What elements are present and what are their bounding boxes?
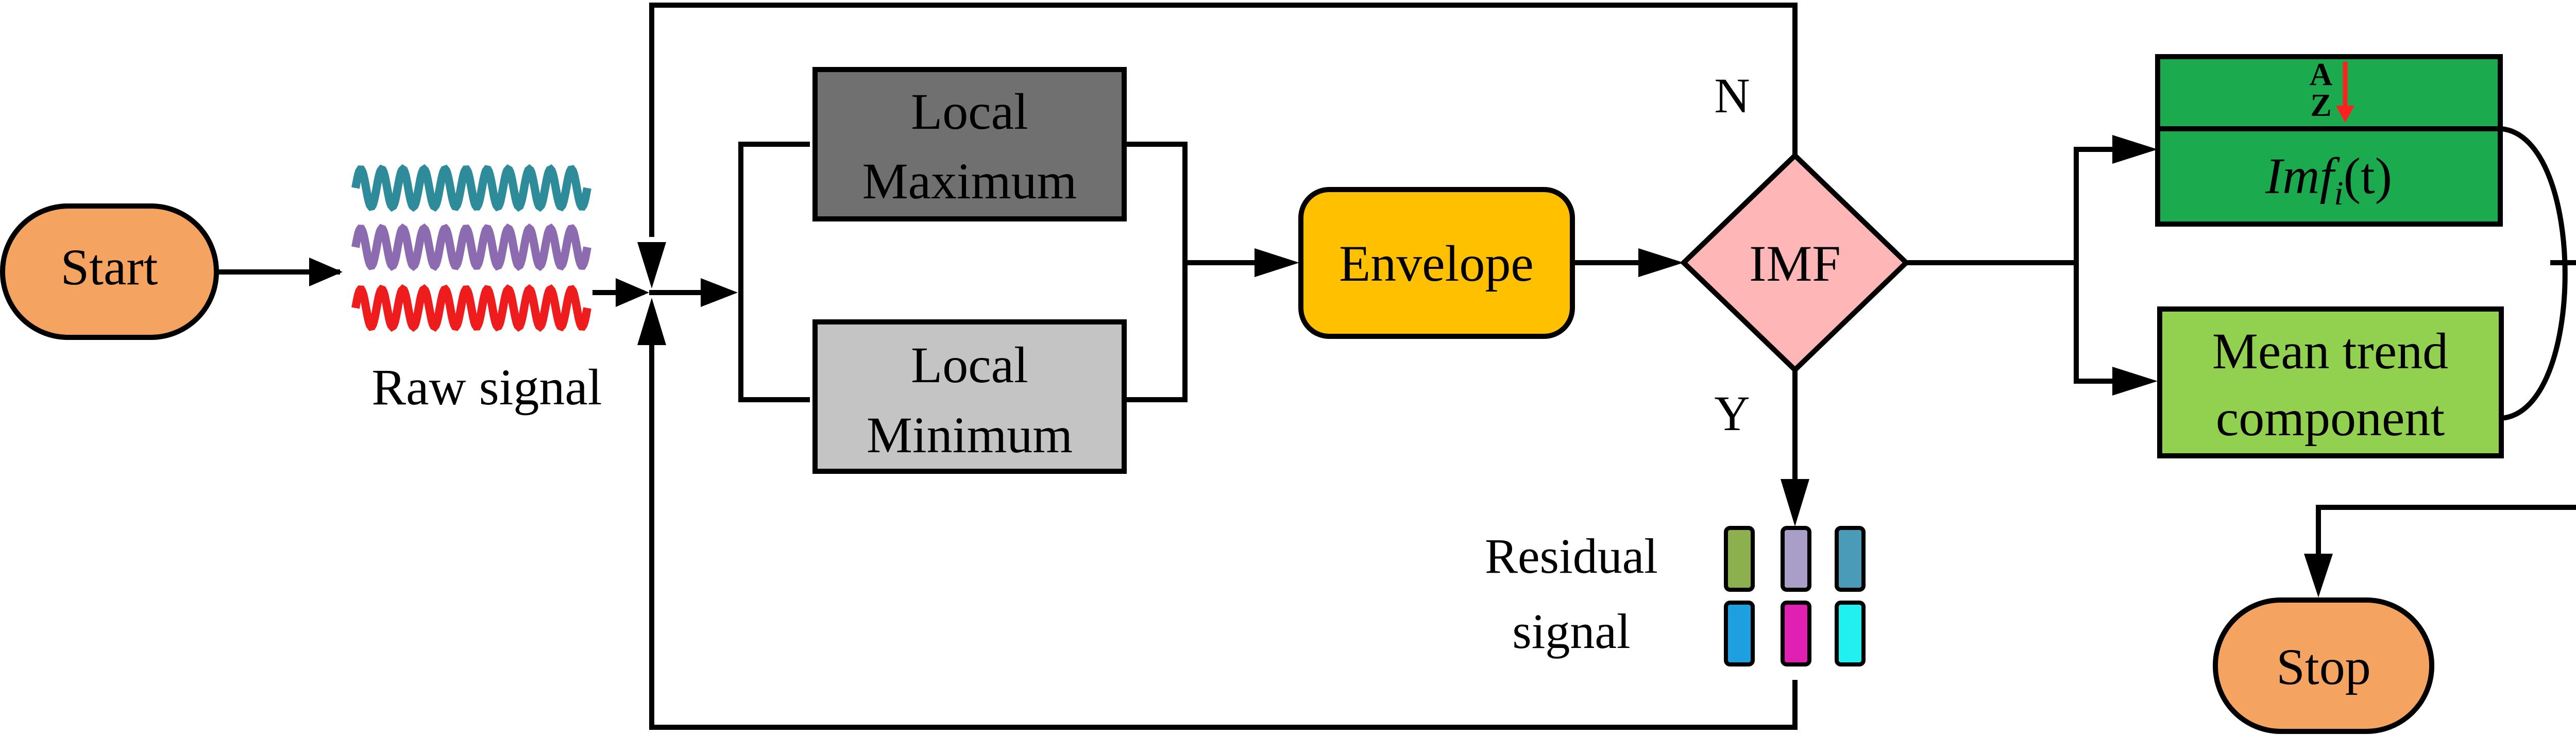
sine-wave-icon [351, 223, 591, 271]
raw-signal: Raw signal [351, 164, 602, 416]
raw-signal-label: Raw signal [371, 358, 602, 416]
sort-az-descending-icon: A Z [2310, 57, 2354, 123]
color-blocks-icon [1724, 526, 1866, 666]
mean-trend-line1: Mean trend [2212, 322, 2448, 380]
local-minimum-line2: Minimum [867, 406, 1073, 464]
edge-split-bracket [738, 142, 810, 402]
local-maximum-line2: Maximum [862, 152, 1077, 210]
sort-header-box [2155, 54, 2503, 131]
sort-arrow-head [2336, 106, 2354, 123]
start-terminal[interactable]: Start [0, 203, 219, 340]
sort-letter-z: Z [2310, 88, 2331, 123]
residual-line1: Residual [1485, 528, 1658, 584]
start-shape [0, 203, 219, 340]
residual-signal: Residual signal [1485, 526, 1866, 666]
mean-trend-box [2157, 306, 2504, 458]
envelope-node[interactable]: Envelope [1298, 187, 1575, 339]
edge-join-bracket [1126, 142, 1188, 402]
stop-label: Stop [2276, 638, 2370, 695]
residual-block [1781, 526, 1811, 592]
arrowhead [2112, 367, 2158, 396]
arrowhead [2112, 135, 2158, 164]
residual-block [1724, 601, 1755, 666]
local-minimum-node[interactable]: Local Minimum [812, 319, 1127, 474]
connectors [216, 3, 2576, 730]
arrowhead [637, 242, 666, 288]
sort-letter-a: A [2310, 57, 2333, 92]
arrowhead [616, 278, 649, 307]
local-maximum-box [812, 67, 1127, 221]
imf-fn-arg: (t) [2344, 147, 2392, 204]
envelope-box [1298, 187, 1575, 339]
edge-to-stop [2316, 260, 2576, 556]
arrowhead [2304, 554, 2333, 597]
arrowhead [1638, 248, 1684, 277]
yes-label: Y [1714, 386, 1750, 441]
no-label: N [1714, 68, 1750, 123]
stop-terminal[interactable]: Stop [2213, 597, 2434, 734]
edge-branch-bracket [2074, 147, 2112, 384]
residual-block [1835, 526, 1866, 592]
imf-fn-main: Imf [2265, 147, 2341, 204]
arrowhead [1781, 479, 1809, 526]
imf-function-label: Imfi(t) [2265, 147, 2392, 212]
stop-shape [2213, 597, 2434, 734]
envelope-label: Envelope [1339, 235, 1534, 292]
mean-trend-node[interactable]: Mean trend component [2157, 306, 2504, 458]
imf-decision[interactable]: IMF N Y [1680, 68, 1910, 441]
mean-trend-line2: component [2216, 389, 2445, 447]
edge-residual-loop [649, 340, 1798, 730]
arrowhead [701, 278, 738, 307]
arrowhead [1255, 248, 1299, 277]
residual-block [1835, 601, 1866, 666]
local-minimum-box [812, 319, 1127, 474]
arrowhead [637, 298, 666, 345]
residual-line2: signal [1512, 604, 1630, 659]
imf-function-box [2155, 126, 2503, 227]
local-minimum-line1: Local [911, 336, 1028, 394]
residual-block [1781, 601, 1811, 666]
edge-output-join-curve [2501, 126, 2568, 421]
imf-label: IMF [1749, 235, 1841, 292]
residual-block [1724, 526, 1755, 592]
edge-imf-no-loop [649, 3, 1798, 237]
imf-function-node[interactable]: A Z Imfi(t) [2155, 54, 2503, 227]
sine-wave-icon [351, 164, 591, 212]
local-maximum-line1: Local [911, 83, 1028, 140]
sine-wave-icon [351, 284, 591, 332]
imf-diamond [1680, 152, 1910, 373]
start-label: Start [61, 238, 158, 296]
imf-fn-sub: i [2334, 175, 2343, 212]
arrowhead [309, 258, 343, 286]
local-maximum-node[interactable]: Local Maximum [812, 67, 1127, 221]
